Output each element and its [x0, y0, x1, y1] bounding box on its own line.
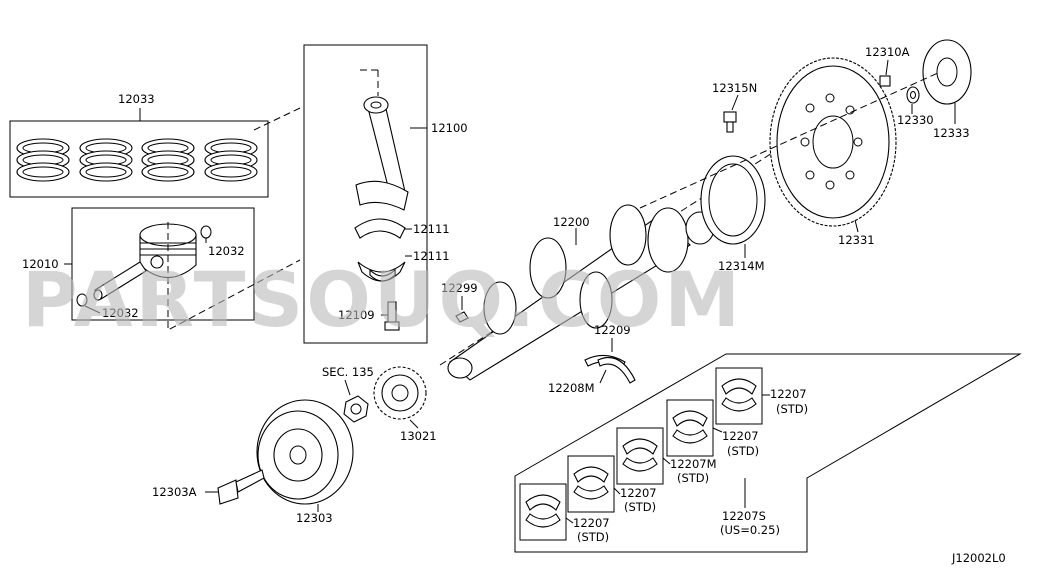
label-12207-3[interactable]: 12207: [620, 486, 657, 500]
label-12208M[interactable]: 12208M: [548, 381, 595, 395]
connecting-rod-icon: [355, 96, 409, 211]
label-12315N[interactable]: 12315N: [712, 81, 757, 95]
label-12032-left[interactable]: 12032: [102, 306, 139, 320]
piston-ring-set-2: [79, 138, 133, 182]
crank-sprocket-icon: [373, 366, 427, 420]
label-12299[interactable]: 12299: [441, 281, 478, 295]
label-12207-4[interactable]: 12207: [573, 516, 610, 530]
flywheel-bolt-icon: [723, 111, 737, 133]
label-12100[interactable]: 12100: [431, 121, 468, 135]
label-12111-upper[interactable]: 12111: [413, 222, 450, 236]
main-bearing-icon-1: [519, 483, 567, 541]
thrust-washer-icon: [584, 354, 636, 384]
main-bearing-icon-2: [567, 455, 615, 513]
label-12303[interactable]: 12303: [296, 511, 333, 525]
conrod-bearing-upper-icon: [354, 218, 406, 239]
main-bearing-panel[interactable]: [514, 353, 1022, 553]
pulley-bolt-icon: [217, 469, 265, 505]
flywheel-icon: [769, 57, 897, 227]
label-12207-1[interactable]: 12207: [770, 387, 807, 401]
label-12207-2[interactable]: 12207: [722, 429, 759, 443]
label-12333[interactable]: 12333: [933, 126, 970, 140]
label-12310A[interactable]: 12310A: [865, 45, 910, 59]
label-12033[interactable]: 12033: [118, 92, 155, 106]
piston-ring-set-4: [204, 138, 258, 182]
label-12209[interactable]: 12209: [594, 323, 631, 337]
spacer-nut-icon: [343, 395, 369, 423]
label-12207-2-sub: (STD): [727, 444, 759, 458]
label-12207-3-sub: (STD): [624, 500, 656, 514]
label-12207M-sub: (STD): [677, 471, 709, 485]
label-12109[interactable]: 12109: [338, 308, 375, 322]
crank-pulley-icon: [256, 399, 354, 505]
drive-plate-icon: [700, 155, 766, 245]
piston-ring-set-3: [141, 138, 195, 182]
label-12207-1-sub: (STD): [776, 402, 808, 416]
label-12207S[interactable]: 12207S: [722, 509, 766, 523]
piston-ring-set-1: [16, 138, 70, 182]
main-bearing-icon-5: [715, 367, 763, 425]
conrod-bearing-lower-icon: [357, 261, 406, 282]
label-12010[interactable]: 12010: [22, 257, 59, 271]
label-12111-lower[interactable]: 12111: [413, 249, 450, 263]
crankshaft-icon: [447, 204, 715, 381]
piston-pin-icon: [93, 261, 147, 301]
piston-ring-set-box[interactable]: [9, 120, 269, 198]
label-12330[interactable]: 12330: [897, 113, 934, 127]
label-12200[interactable]: 12200: [553, 215, 590, 229]
label-12331[interactable]: 12331: [838, 233, 875, 247]
label-12207-4-sub: (STD): [577, 530, 609, 544]
label-12032-right[interactable]: 12032: [208, 244, 245, 258]
label-12207S-sub: (US=0.25): [720, 523, 780, 537]
label-sec-135[interactable]: SEC. 135: [322, 365, 374, 379]
main-bearing-icon-3: [616, 427, 664, 485]
label-13021[interactable]: 13021: [400, 429, 437, 443]
reinforcement-plate-icon: [922, 39, 972, 105]
connecting-rod-box[interactable]: [303, 44, 428, 344]
label-12303A[interactable]: 12303A: [152, 485, 197, 499]
watermark: PARTSOUQ.COM: [22, 255, 743, 344]
main-bearing-icon-4: [666, 399, 714, 457]
label-12314M[interactable]: 12314M: [718, 259, 765, 273]
conrod-bolt-icon: [384, 301, 400, 331]
flywheel-bolt-icon-2: [879, 75, 891, 87]
diagram-code: J12002L0: [951, 551, 1006, 565]
washer-icon: [906, 86, 920, 104]
woodruff-key-icon: [455, 311, 469, 323]
label-12207M[interactable]: 12207M: [670, 457, 717, 471]
